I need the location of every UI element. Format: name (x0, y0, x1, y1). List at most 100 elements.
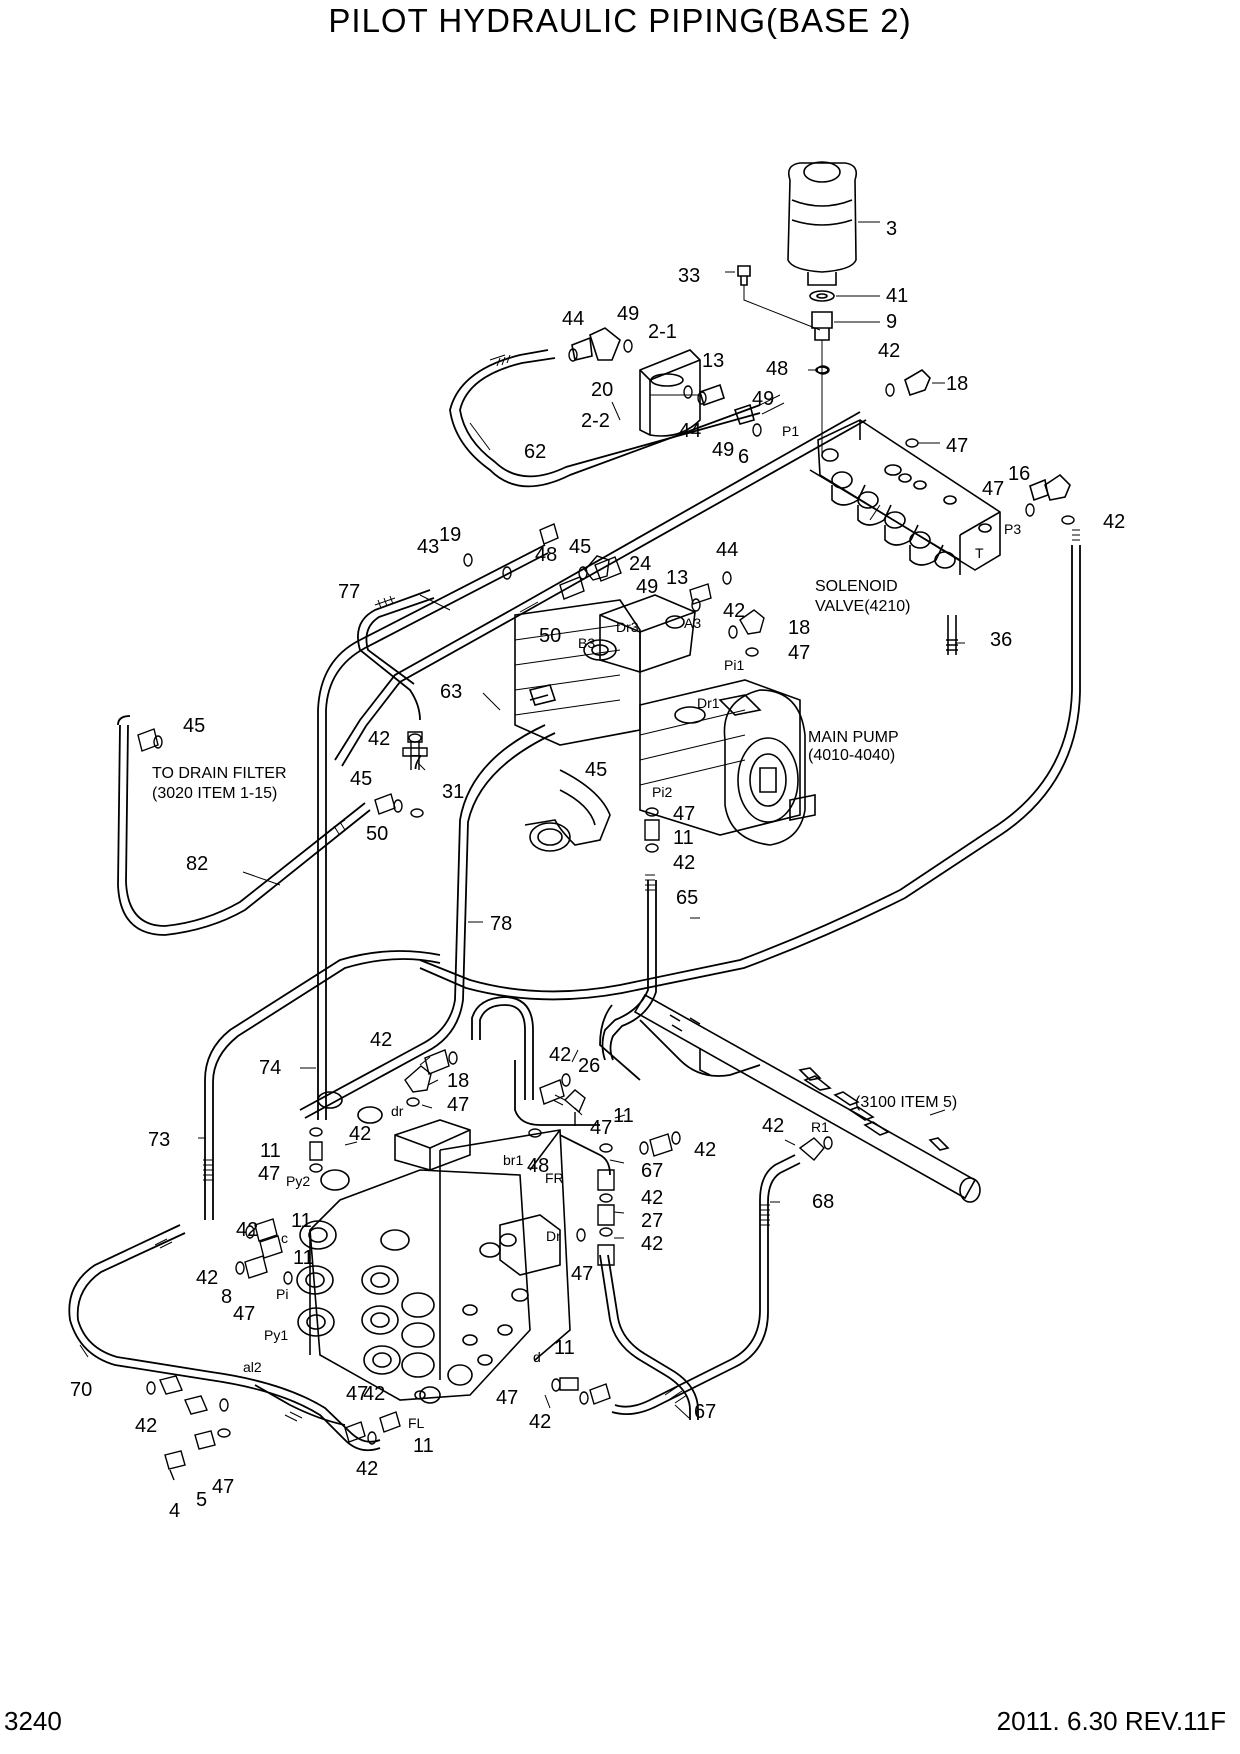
hose-67a (514, 1060, 600, 1126)
callout: 50 (539, 625, 561, 647)
callout: 67 (694, 1401, 716, 1423)
main-pump (514, 594, 816, 852)
callout: 49 (636, 576, 658, 598)
note-drain-filter-line2: (3020 ITEM 1-15) (152, 785, 277, 802)
callout: 42 (878, 340, 900, 362)
callout: 31 (442, 781, 464, 803)
callout: 49 (752, 388, 774, 410)
callouts: 3 41 9 33 48 42 18 47 16 47 42 44 49 2-1… (70, 218, 1125, 1522)
callout: 45 (585, 759, 607, 781)
hose-78 (299, 724, 546, 1111)
callout: 42 (694, 1139, 716, 1161)
callout: 62 (524, 441, 546, 463)
callout: 42 (723, 600, 745, 622)
callout: 45 (569, 536, 591, 558)
callout: 3 (886, 218, 897, 240)
hose-82 (117, 724, 371, 936)
callout: 47 (571, 1263, 593, 1285)
page-title: PILOT HYDRAULIC PIPING(BASE 2) (328, 2, 912, 39)
hose-p1 (334, 411, 861, 761)
hose-68 (614, 1154, 796, 1408)
callout: 47 (496, 1387, 518, 1409)
callout: 47 (673, 803, 695, 825)
callout: 42 (135, 1415, 157, 1437)
callout: 42 (196, 1267, 218, 1289)
port-label-b3: B3 (578, 635, 595, 651)
callout: 63 (440, 681, 462, 703)
hose-67b (599, 1254, 691, 1420)
port-label-fr: FR (545, 1170, 564, 1186)
callout: 48 (527, 1155, 549, 1177)
port-label-py1: Py1 (264, 1327, 288, 1343)
callout: 42 (370, 1029, 392, 1051)
fittings-and-orings (137, 339, 1075, 1481)
line-filter (571, 327, 755, 437)
note-main-pump-line2: (4010-4040) (808, 747, 895, 764)
port-label-fl: FL (408, 1415, 425, 1431)
accumulator (737, 161, 858, 455)
port-label-pi2: Pi2 (652, 784, 672, 800)
callout: 67 (641, 1160, 663, 1182)
callout: 77 (338, 581, 360, 603)
callout: 42 (673, 852, 695, 874)
note-item-ref: (3100 ITEM 5) (855, 1094, 957, 1111)
callout: 68 (812, 1191, 834, 1213)
callout: 47 (233, 1303, 255, 1325)
callout: 42 (762, 1115, 784, 1137)
callout: 11 (293, 1247, 314, 1269)
port-label-pi: Pi (276, 1286, 288, 1302)
callout: 42 (236, 1219, 258, 1241)
port-label-pi1: Pi1 (724, 657, 744, 673)
hose-70 (68, 1224, 381, 1452)
callout: 11 (291, 1210, 312, 1232)
note-drain-filter-line1: TO DRAIN FILTER (152, 765, 287, 782)
note-main-pump-line1: MAIN PUMP (808, 729, 899, 746)
port-label-al2: al2 (243, 1359, 262, 1375)
callout: 16 (1008, 463, 1030, 485)
callout: 2-2 (581, 410, 610, 432)
callout: 42 (529, 1411, 551, 1433)
callout: 18 (788, 617, 810, 639)
callout: 18 (447, 1070, 469, 1092)
callout: 42 (641, 1233, 663, 1255)
callout: 47 (346, 1383, 368, 1405)
callout: 7 (411, 752, 422, 774)
note-solenoid-line1: SOLENOID (815, 578, 898, 595)
hose-braid-marks (154, 354, 1080, 1422)
callout: 74 (259, 1057, 281, 1079)
callout: 65 (676, 887, 698, 909)
hose-62 (449, 349, 761, 488)
port-label-d: d (533, 1349, 541, 1365)
port-label-br1: br1 (503, 1152, 523, 1168)
leader-lines (79, 221, 965, 1419)
callout: 44 (716, 539, 738, 561)
callout: 44 (562, 308, 584, 330)
callout: 42 (349, 1123, 371, 1145)
callout: 47 (590, 1117, 612, 1139)
hose-77 (357, 589, 431, 721)
callout: 9 (886, 311, 897, 333)
callout: 11 (413, 1435, 434, 1457)
callout: 5 (196, 1489, 207, 1511)
callout: 42 (549, 1044, 571, 1066)
callout: 49 (712, 439, 734, 461)
port-label-dr-right: Dr (546, 1228, 561, 1244)
callout: 26 (578, 1055, 600, 1077)
port-label-dr: dr (391, 1103, 404, 1119)
port-label-a3: A3 (684, 615, 701, 631)
callout: 48 (535, 544, 557, 566)
callout: 36 (990, 629, 1012, 651)
callout: 11 (260, 1140, 281, 1162)
port-label-r1: R1 (811, 1119, 829, 1135)
callout: 6 (738, 446, 749, 468)
notes: SOLENOID VALVE(4210) MAIN PUMP (4010-404… (152, 578, 957, 1111)
port-label-p1: P1 (782, 423, 799, 439)
hose-42-right (419, 545, 1073, 993)
hose-26 (479, 1004, 526, 1100)
callout: 49 (617, 303, 639, 325)
callout: 45 (183, 715, 205, 737)
callout: 47 (258, 1163, 280, 1185)
callout: 20 (591, 379, 613, 401)
callout: 78 (490, 913, 512, 935)
